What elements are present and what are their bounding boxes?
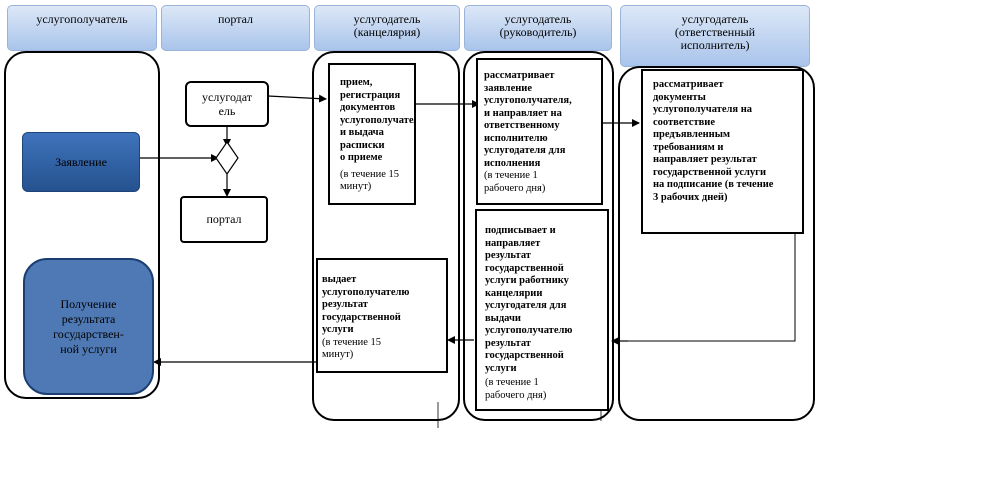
header-portal: портал	[161, 5, 310, 51]
node-portal-provider-label: услугодат ель	[202, 90, 252, 118]
node-office-reception: прием, регистрация документов услугополу…	[328, 63, 416, 205]
header-office: услугодатель (канцелярия)	[314, 5, 460, 51]
node-result-receipt-label: Получение результата государствен- ной у…	[53, 296, 124, 356]
node-executor-review-text: рассматривает документы услугополучателя…	[653, 79, 774, 203]
node-office-reception-time: (в течение 15 минут)	[340, 168, 400, 193]
header-portal-label: портал	[217, 12, 254, 26]
node-head-review-time: (в течение 1 рабочего дня)	[484, 170, 546, 194]
arrow-executor-to-sign	[622, 233, 796, 342]
header-head-label: услугодатель (руководитель)	[499, 12, 577, 39]
header-head: услугодатель (руководитель)	[464, 5, 612, 51]
node-head-review: рассматривает заявление услугополучателя…	[476, 58, 603, 205]
header-executor-label: услугодатель (ответственный исполнитель)	[674, 12, 756, 52]
decision-diamond	[215, 140, 239, 176]
node-office-issue: выдает услугополучателю результат госуда…	[316, 258, 448, 373]
node-portal: портал	[180, 196, 268, 243]
node-office-reception-text: прием, регистрация документов услугополу…	[340, 77, 414, 163]
node-head-sign: подписывает и направляет результат госуд…	[475, 209, 609, 411]
node-executor-review: рассматривает документы услугополучателя…	[641, 69, 804, 234]
node-head-sign-text: подписывает и направляет результат госуд…	[485, 225, 573, 374]
header-office-label: услугодатель (канцелярия)	[353, 12, 421, 39]
arrow-provider-to-office	[267, 94, 327, 103]
node-office-issue-time: (в течение 15 минут)	[322, 336, 382, 361]
node-portal-label: портал	[206, 212, 242, 227]
node-portal-provider: услугодат ель	[185, 81, 269, 127]
header-recipient: услугополучатель	[7, 5, 157, 51]
node-head-sign-time: (в течение 1 рабочего дня)	[485, 377, 547, 401]
node-application-label: Заявление	[55, 154, 107, 169]
node-office-issue-text: выдает услугополучателю результат госуда…	[322, 274, 410, 335]
node-result-receipt: Получение результата государствен- ной у…	[23, 258, 154, 395]
node-head-review-text: рассматривает заявление услугополучателя…	[484, 70, 572, 169]
header-executor: услугодатель (ответственный исполнитель)	[620, 5, 810, 67]
header-recipient-label: услугополучатель	[36, 12, 128, 26]
node-application: Заявление	[22, 132, 140, 192]
